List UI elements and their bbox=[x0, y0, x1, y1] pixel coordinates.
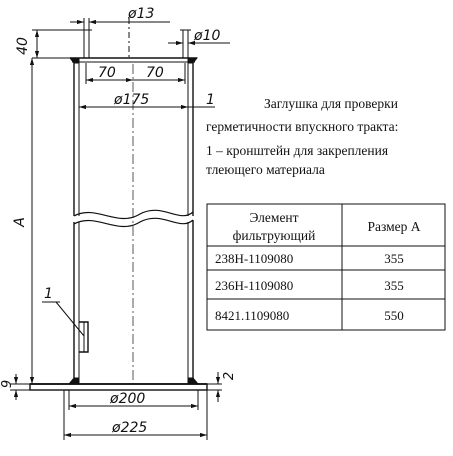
leader-bracket bbox=[42, 301, 85, 337]
body-upper bbox=[73, 63, 194, 216]
table-cell-element: 8421.1109080 bbox=[215, 308, 289, 323]
top-cover bbox=[68, 57, 199, 64]
table-header-element-1: Элемент bbox=[249, 210, 298, 225]
label-d225: ø225 bbox=[111, 420, 147, 436]
dim-d200 bbox=[68, 390, 199, 410]
label-height-A: A bbox=[12, 217, 28, 228]
table-cell-element: 236Н-1109080 bbox=[215, 278, 293, 293]
table-header-element-2: фильтрующий bbox=[233, 228, 316, 243]
title-line-3: 1 – кронштейн для закрепления bbox=[206, 143, 388, 158]
table-cell-size: 355 bbox=[384, 278, 404, 293]
dim-base-9 bbox=[10, 374, 30, 400]
break-line bbox=[73, 209, 194, 228]
label-d175: ø175 bbox=[113, 92, 149, 108]
bracket bbox=[79, 321, 89, 353]
label-d10: ø10 bbox=[193, 28, 220, 44]
label-plate-2: 2 bbox=[222, 372, 237, 380]
table-cell-element: 238Н-1109080 bbox=[215, 251, 293, 266]
label-offset-left: 70 bbox=[98, 65, 116, 81]
table-grid bbox=[206, 203, 446, 331]
dim-height-40 bbox=[32, 29, 81, 59]
dim-d13 bbox=[70, 18, 170, 30]
label-d200: ø200 bbox=[109, 391, 145, 407]
body-lower bbox=[73, 220, 194, 380]
label-callout-left: 1 bbox=[44, 286, 53, 302]
inlet-pipes bbox=[81, 18, 191, 58]
label-callout-top: 1 bbox=[206, 92, 215, 108]
dim-plate-2 bbox=[207, 372, 222, 402]
dim-d225 bbox=[63, 390, 208, 440]
label-d13: ø13 bbox=[127, 6, 154, 22]
label-height-40: 40 bbox=[15, 37, 31, 55]
label-offset-right: 70 bbox=[146, 65, 164, 81]
dim-70-70 bbox=[85, 63, 186, 84]
title-line-2: герметичности впускного тракта: bbox=[206, 119, 398, 134]
table-cell-size: 550 bbox=[384, 308, 404, 323]
base-plate bbox=[29, 377, 208, 391]
table-header-size: Размер А bbox=[367, 219, 420, 234]
title-line-4: тлеющего материала bbox=[206, 162, 325, 177]
label-base-9: 9 bbox=[0, 380, 15, 388]
table-cell-size: 355 bbox=[384, 251, 404, 266]
title-line-1: Заглушка для проверки bbox=[264, 96, 398, 111]
